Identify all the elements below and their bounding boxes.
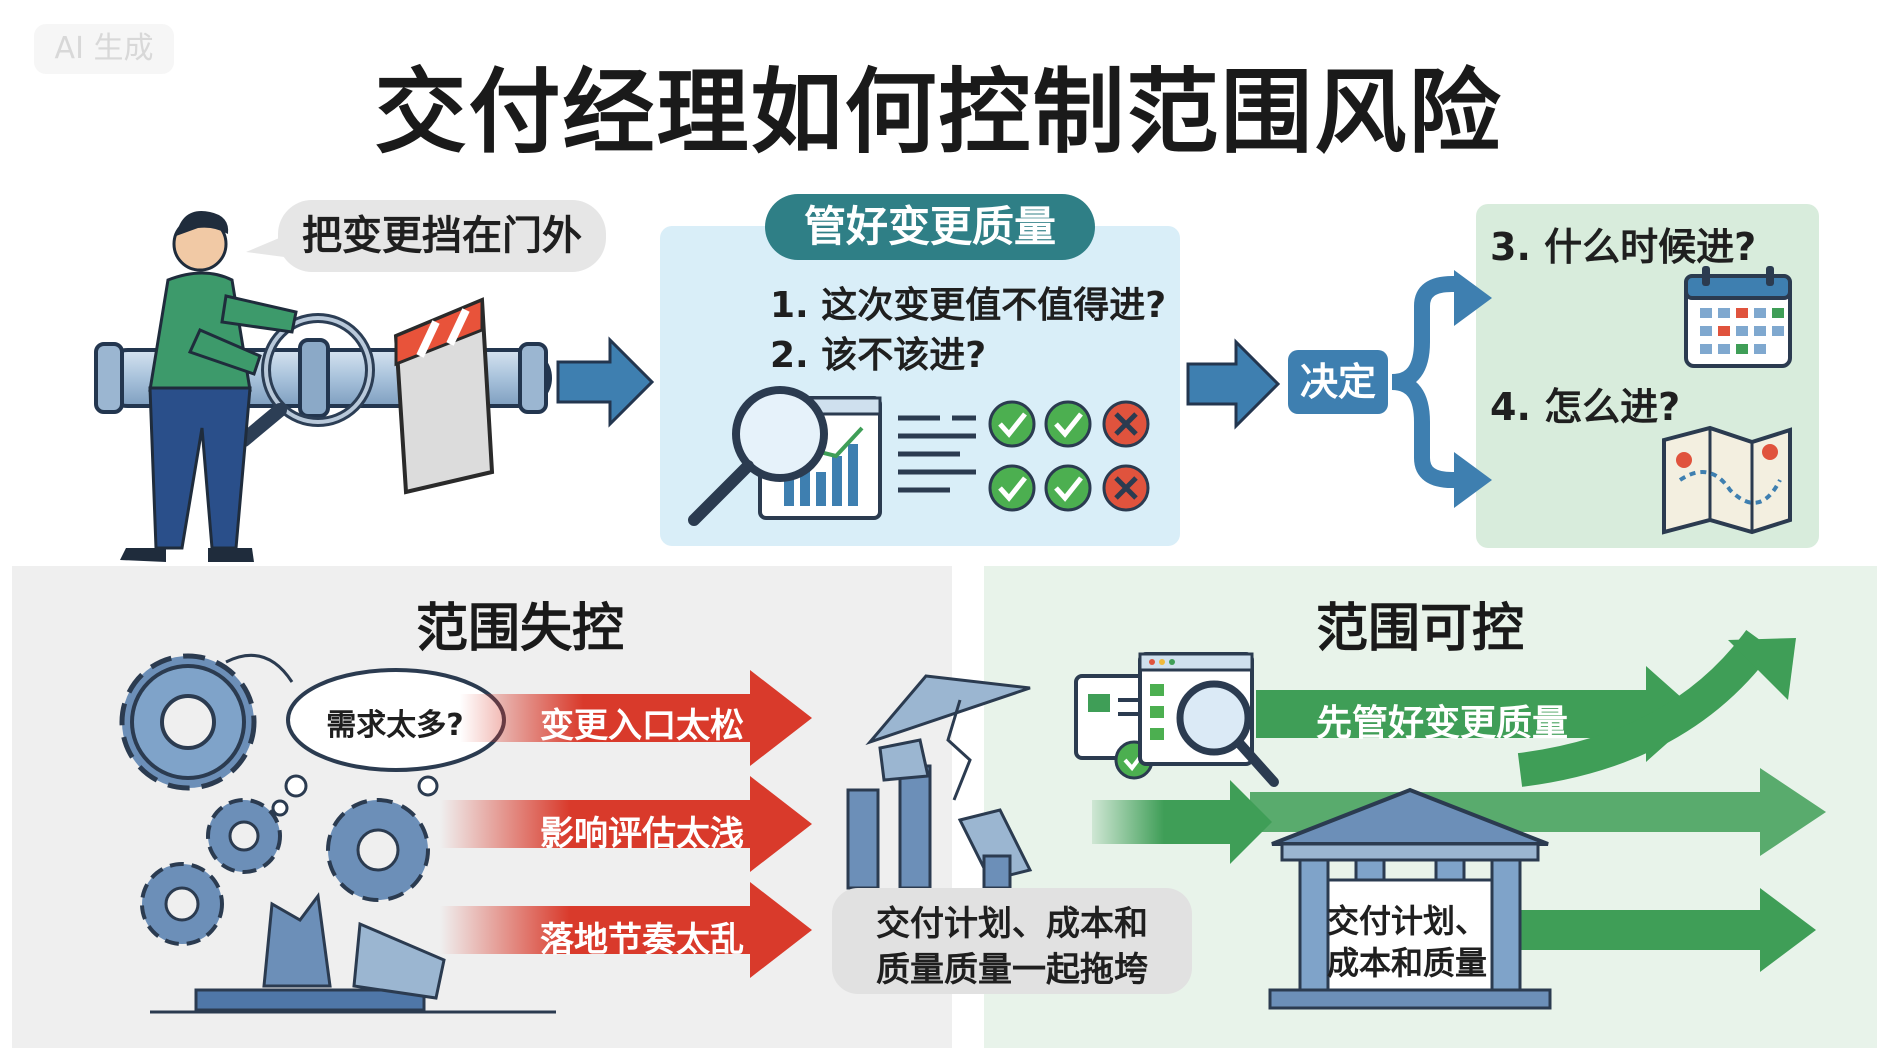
check-icon (1044, 400, 1092, 448)
result-box (832, 888, 1192, 994)
thought-cloud (271, 668, 506, 817)
green-rising-arrow (1517, 629, 1796, 787)
check-icon (988, 400, 1036, 448)
map-icon (1662, 425, 1792, 535)
temple-line-2: 成本和质量 (1326, 944, 1487, 982)
green-arrow (1092, 780, 1272, 864)
fork-arrows (1391, 270, 1492, 508)
calendar-icon (1684, 266, 1792, 368)
search-icon (688, 386, 828, 526)
red-arrow (440, 882, 812, 978)
broken-base-icon (150, 892, 556, 1014)
red-arrow (440, 776, 812, 872)
manager-person-icon (120, 211, 298, 562)
collapsing-building-icon (846, 674, 1033, 890)
magnifier-ring-icon (237, 313, 375, 447)
green-arrow (1520, 888, 1816, 972)
quality-panel (660, 226, 1180, 546)
quality-tag: 管好变更质量 (765, 194, 1095, 260)
gear-icon (119, 653, 257, 791)
check-icon (1044, 464, 1092, 512)
cause-label-3: 落地节奏太乱 (540, 920, 744, 960)
search-icon (1176, 680, 1279, 787)
green-arrow (1256, 666, 1700, 762)
temple-line-1: 交付计划、 (1326, 902, 1487, 940)
decide-box: 决定 (1288, 350, 1388, 414)
thought-cloud-label: 需求太多? (326, 708, 464, 743)
arrow-pipe-to-panel (556, 336, 655, 428)
scope-lost-title: 范围失控 (415, 599, 624, 659)
result-line-2: 质量质量一起拖垮 (876, 950, 1148, 990)
cross-icon (1102, 400, 1150, 448)
green-arrow (1250, 768, 1826, 856)
question-1: 1. 这次变更值不值得进? (770, 285, 1167, 326)
gear-icon (206, 798, 282, 874)
speech-bubble: 把变更挡在门外 (278, 200, 606, 272)
scope-controlled-title: 范围可控 (1315, 599, 1524, 659)
page-title: 交付经理如何控制范围风险 (374, 59, 1503, 166)
result-line-1: 交付计划、成本和 (876, 904, 1148, 944)
green-arrow-label: 先管好变更质量 (1316, 703, 1569, 744)
question-2: 2. 该不该进? (770, 335, 987, 376)
gear-icon (326, 798, 430, 902)
institution-building-icon (1268, 787, 1552, 1010)
cause-label-1: 变更入口太松 (540, 706, 744, 746)
cross-icon (1102, 464, 1150, 512)
arrow-panel-to-decide (1186, 338, 1281, 430)
gate-icon (393, 297, 495, 495)
rotation-arrow-icon (225, 653, 294, 683)
red-arrow (460, 670, 812, 766)
cause-label-2: 影响评估太浅 (540, 814, 744, 854)
approval-marks (988, 400, 1150, 512)
check-icon (988, 464, 1036, 512)
question-3: 3. 什么时候进? (1490, 225, 1757, 269)
gear-icon (140, 862, 224, 946)
checklist-lines-icon (898, 415, 976, 493)
question-4: 4. 怎么进? (1490, 385, 1681, 429)
ai-generated-badge: AI 生成 (34, 24, 174, 74)
